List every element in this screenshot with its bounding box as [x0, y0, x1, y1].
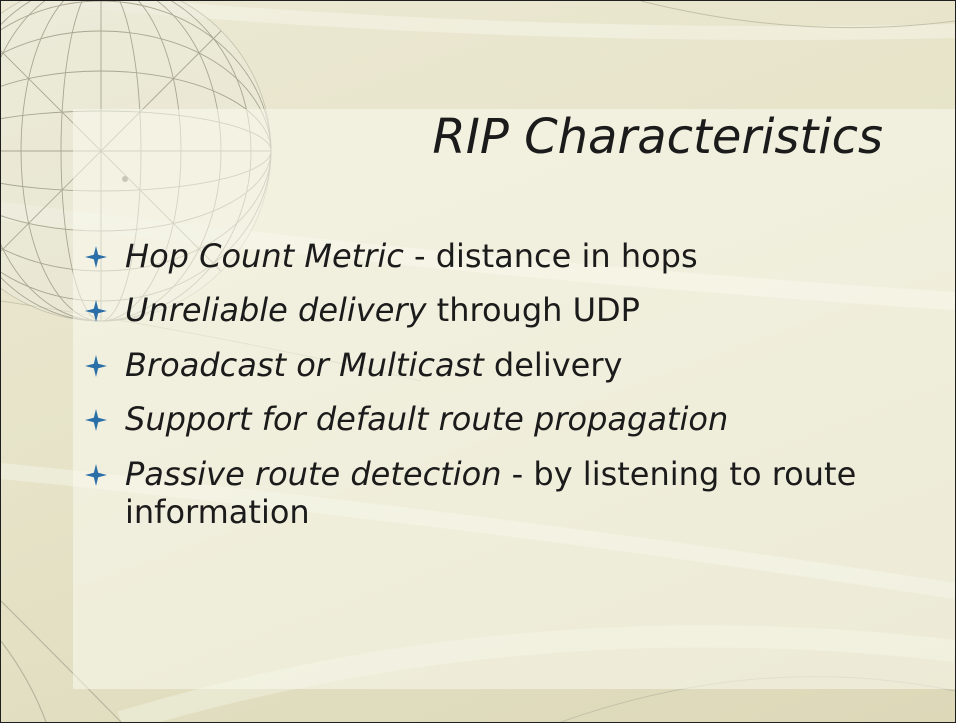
bullet-item: Hop Count Metric - distance in hops: [67, 237, 907, 275]
content-panel: [73, 109, 955, 689]
bullet-text: - by listening to route information: [125, 454, 857, 531]
bullet-item: Support for default route propagation: [67, 400, 907, 438]
four-point-star-icon: [85, 354, 107, 377]
bullet-item: Broadcast or Multicast delivery: [67, 346, 907, 384]
bullet-emphasis: Support for default route propagation: [125, 400, 729, 439]
bullet-item: Unreliable delivery through UDP: [67, 291, 907, 329]
slide-title: RIP Characteristics: [432, 109, 883, 165]
bullet-emphasis: Unreliable delivery: [125, 291, 427, 330]
four-point-star-icon: [85, 463, 107, 486]
bullet-emphasis: Broadcast or Multicast: [125, 345, 484, 384]
bullet-list: Hop Count Metric - distance in hops Unre…: [67, 237, 907, 547]
bullet-text: delivery: [483, 345, 623, 384]
four-point-star-icon: [85, 246, 107, 268]
bullet-emphasis: Passive route detection: [125, 454, 502, 493]
bullet-item: Passive route detection - by listening t…: [67, 455, 907, 532]
bullet-emphasis: Hop Count Metric: [125, 237, 404, 275]
four-point-star-icon: [85, 409, 107, 432]
bullet-text: - distance in hops: [403, 237, 698, 275]
bullet-text: through UDP: [426, 291, 640, 330]
four-point-star-icon: [85, 300, 107, 323]
